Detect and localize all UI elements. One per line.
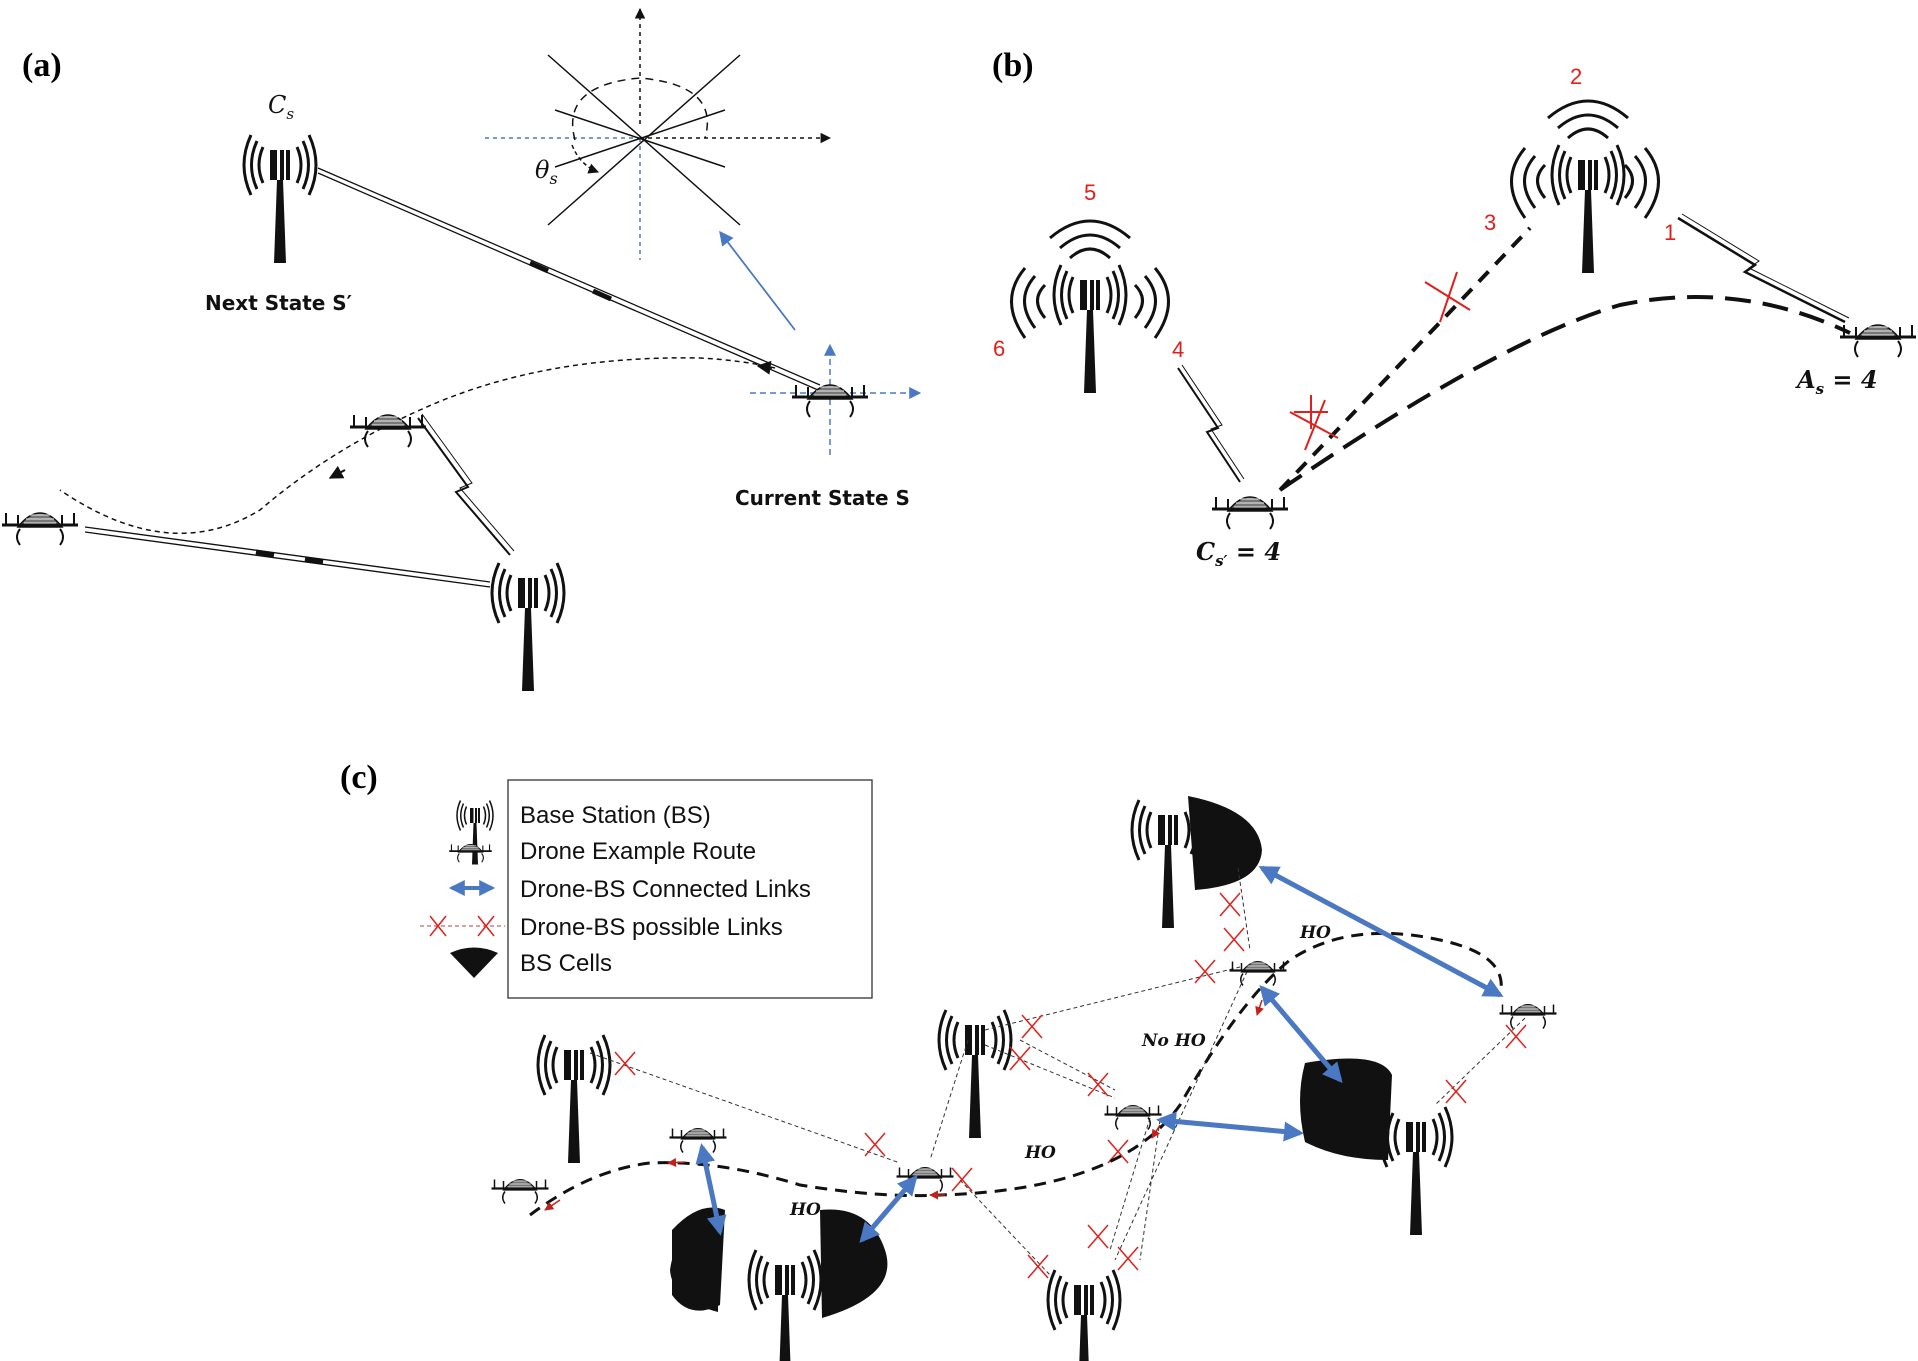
legend-item-possible: Drone-BS possible Links [420,914,783,941]
bs-right-signal-arcs [1510,99,1660,219]
drone-b-right-icon [1838,323,1918,359]
cross-b-2-mark [1424,271,1471,323]
ho-label-3: HO [789,1200,821,1220]
next-state-bs-icon [242,133,318,265]
ho-label-2: HO [1024,1143,1056,1163]
panel-c-label: (c) [340,759,378,796]
cell-label: Cs′ = 4 [1196,537,1281,570]
bs-c-right-icon [1378,1105,1454,1237]
legend-item-bs: Base Station (BS) [456,799,711,866]
move-direction-arrow [719,230,796,331]
connected-link-2 [859,1174,918,1244]
cross-b-1-mark [1289,399,1339,451]
legend-cells-text: BS Cells [520,950,612,977]
legend-item-cells: BS Cells [450,947,612,978]
ho-label-1: HO [1299,923,1331,943]
drone-icon [448,843,493,864]
left-drone-icon [0,511,80,547]
trajectory-b [1278,294,1851,492]
base-station-icon [456,799,494,866]
next-state-bs-label: Cs [268,91,294,123]
cell-sector-icon [450,947,498,978]
no-ho-label: No HO [1141,1031,1206,1051]
legend-item-drone: Drone Example Route [448,838,756,865]
trajectory-a [59,357,776,534]
action-label: As = 4 [1795,365,1878,398]
next-state-label: Next State S′ [205,291,352,315]
connected-link-1 [695,1143,727,1236]
link-left-drone-to-bs [84,526,491,588]
cell-sector-right [1300,1058,1392,1160]
drone-c-5-icon [1228,960,1288,987]
connected-link-4 [1259,984,1343,1084]
legend-possible-text: Drone-BS possible Links [520,914,783,941]
direction-1: 1 [1664,220,1676,245]
panel-a-label: (a) [22,47,62,84]
drone-c-6-icon [1498,1003,1558,1030]
wireless-link-a [417,413,515,556]
panel-a: (a) θs Cs Next State S′ [0,7,922,693]
bs-c-center-icon [937,1008,1013,1140]
current-state-label: Current State S [735,486,910,510]
direction-4: 4 [1172,337,1184,362]
drone-b-bottom-icon [1210,495,1290,531]
panel-b: (b) 5 6 4 2 [992,47,1918,570]
direction-6: 6 [993,336,1005,361]
connected-links [695,865,1504,1244]
possible-link-crosses [614,892,1527,1279]
direction-2: 2 [1570,64,1582,89]
wireless-link-b-right [1677,213,1850,324]
connected-link-5 [1258,865,1504,998]
direction-compass: θs [485,7,832,260]
bs-c-bottom-left-icon [747,1248,823,1361]
bs-right-icon [1550,143,1626,275]
connected-link-3 [1156,1111,1304,1142]
drone-c-2-icon [668,1127,728,1154]
legend-drone-text: Drone Example Route [520,838,756,865]
middle-drone-icon [348,413,428,449]
bs-left-signal-arcs [1010,219,1170,339]
bs-c-bottom-icon [1046,1268,1122,1361]
panel-c: (c) Base Station (BS) Drone Example Rout… [340,759,1558,1361]
direction-3: 3 [1484,210,1496,235]
drone-c-1-icon [490,1178,550,1205]
panel-b-label: (b) [992,47,1034,84]
bs-c-left-icon [536,1033,612,1165]
legend: Base Station (BS) Drone Example Route Dr… [420,779,873,999]
cell-sector-top [1188,796,1262,890]
link-next-bs-to-current [317,167,821,391]
bottom-bs-icon [490,561,566,693]
legend-connected-text: Drone-BS Connected Links [520,876,811,903]
legend-item-connected: Drone-BS Connected Links [448,876,811,903]
bs-left-icon [1052,263,1128,395]
direction-5: 5 [1084,180,1096,205]
wireless-link-b-left [1177,364,1245,483]
drone-c-4-icon [1103,1104,1163,1131]
angle-label: θs [535,156,558,188]
candidate-path-b [1278,226,1532,492]
crossed-link-icon [420,915,505,937]
legend-bs-text: Base Station (BS) [520,802,711,829]
